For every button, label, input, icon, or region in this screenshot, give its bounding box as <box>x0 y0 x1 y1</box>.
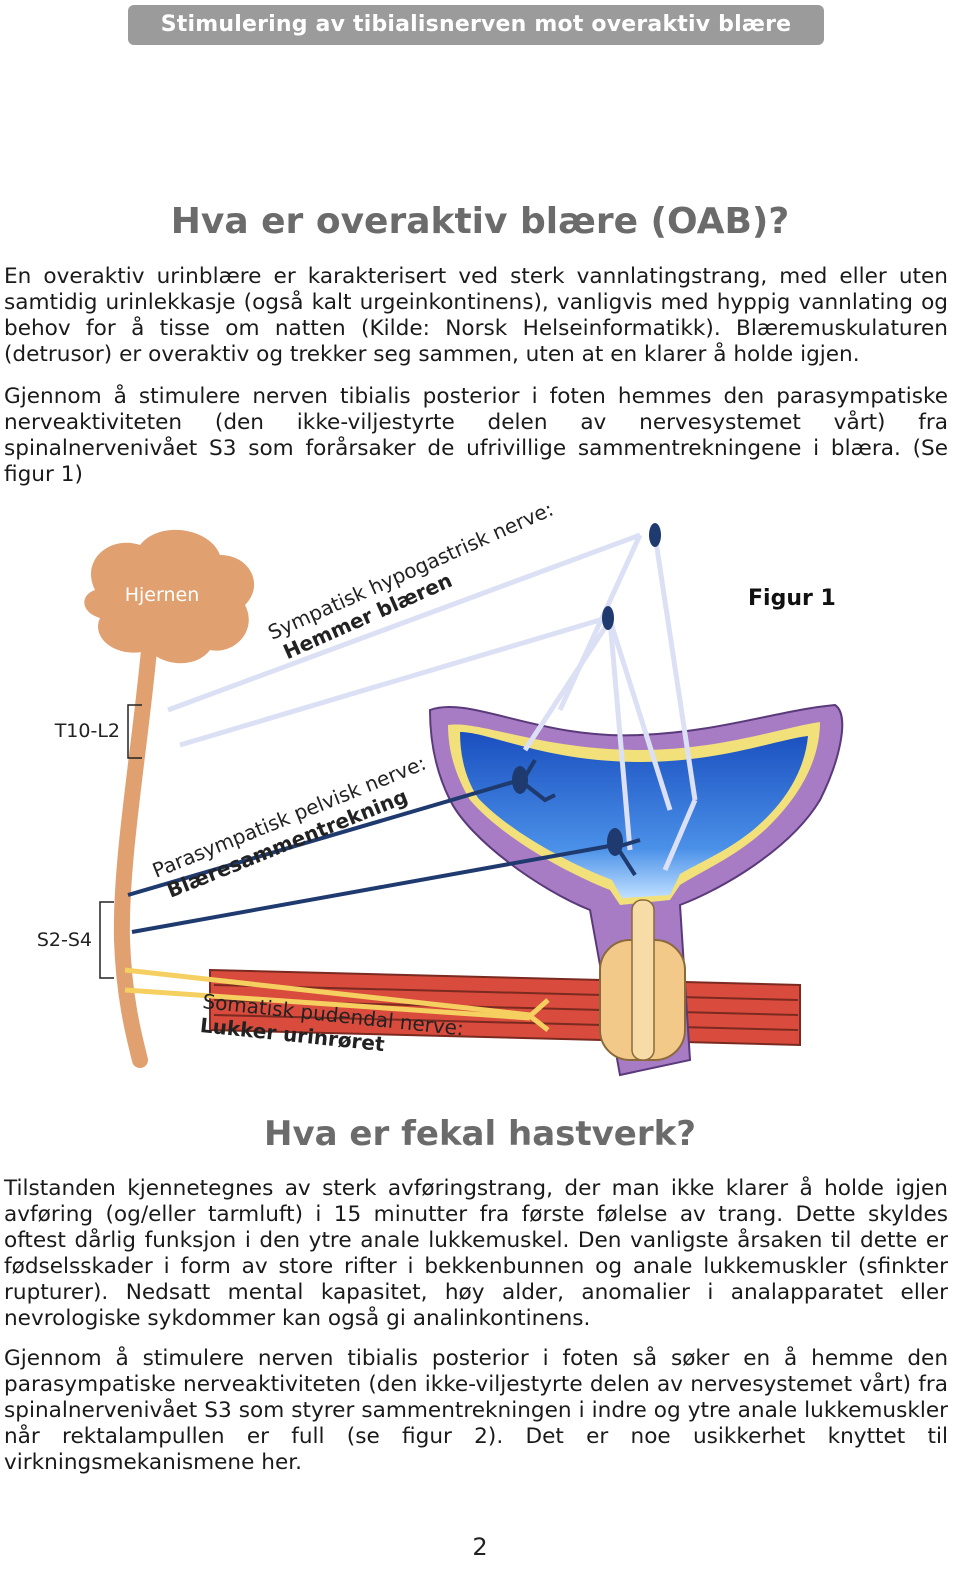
ganglion-bladder-left <box>512 766 528 794</box>
brain-label: Hjernen <box>125 584 200 606</box>
page-number: 2 <box>472 1533 488 1561</box>
section-title-oab: Hva er overaktiv blære (OAB)? <box>170 201 790 242</box>
figure-caption: Figur 1 <box>748 586 836 611</box>
level-bracket-upper <box>127 704 142 759</box>
paragraph-fecal-stimulation: Gjennom å stimulere nerven tibialis post… <box>4 1346 948 1475</box>
bladder <box>428 703 844 1077</box>
level-bracket-lower <box>99 901 114 979</box>
brain <box>84 529 255 664</box>
sympathetic-label-line1: Sympatisk hypogastrisk nerve: <box>264 500 557 645</box>
figure-1-nerve-diagram: Hjernen T10-L2 S2-S4 Sympatisk hypogastr… <box>37 500 844 1077</box>
somatic-nerve <box>124 967 550 1032</box>
spinal-cord <box>113 632 158 1068</box>
ganglion-middle <box>602 606 614 630</box>
paragraph-oab-stimulation: Gjennom å stimulere nerven tibialis post… <box>4 384 948 487</box>
ganglion-bladder-right <box>607 828 623 856</box>
ganglion-upper <box>649 523 661 547</box>
paragraph-oab-definition: En overaktiv urinblære er karakterisert … <box>4 264 948 367</box>
sympathetic-nerve <box>167 532 698 871</box>
level-label-upper: T10-L2 <box>54 720 120 742</box>
paragraph-fecal-definition: Tilstanden kjennetegnes av sterk avførin… <box>4 1176 948 1331</box>
level-label-lower: S2-S4 <box>37 929 92 951</box>
header-banner: Stimulering av tibialisnerven mot overak… <box>128 5 824 45</box>
urethral-sphincter <box>599 899 686 1061</box>
parasympathetic-label-line1: Parasympatisk pelvisk nerve: <box>149 751 429 883</box>
section-title-fecal-urgency: Hva er fekal hastverk? <box>264 1114 696 1154</box>
